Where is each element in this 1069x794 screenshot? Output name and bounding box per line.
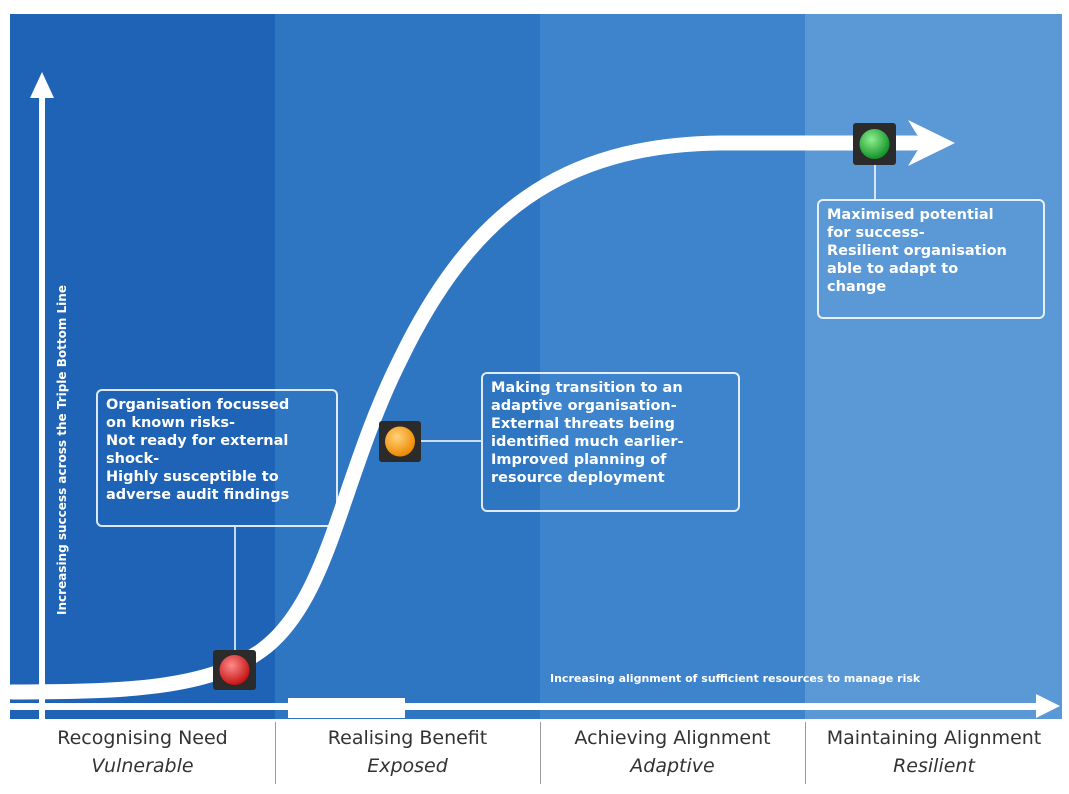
stage-title: Recognising Need	[57, 727, 228, 749]
callout-line: Making transition to an	[491, 380, 683, 396]
callout-line: Maximised potential	[827, 207, 994, 223]
stage-label-1: Recognising Need Vulnerable	[10, 724, 275, 784]
callout-vulnerable: Organisation focussed on known risks- No…	[96, 389, 338, 527]
callout-line: External threats being	[491, 416, 675, 432]
callout-line: adverse audit findings	[106, 487, 290, 503]
amber-status-light-icon	[379, 421, 421, 462]
callout-line: Organisation focussed	[106, 397, 290, 413]
x-axis-label: Increasing alignment of sufficient resou…	[550, 672, 921, 685]
callout-line: adaptive organisation-	[491, 398, 677, 414]
callout-line: change	[827, 279, 887, 295]
callout-line: able to adapt to	[827, 261, 959, 277]
callout-line: for success-	[827, 225, 925, 241]
callout-line: identified much earlier-	[491, 434, 684, 450]
stage-state: Vulnerable	[91, 755, 194, 777]
callout-resilient: Maximised potential for success- Resilie…	[817, 199, 1045, 319]
stage-band-exposed	[275, 14, 540, 719]
callout-line: Resilient organisation	[827, 243, 1007, 259]
y-axis-label: Increasing success across the Triple Bot…	[55, 285, 69, 615]
stage-state: Adaptive	[630, 755, 715, 777]
stage-band-resilient	[805, 14, 1062, 719]
stage-divider	[805, 722, 806, 784]
growth-curve	[4, 135, 923, 700]
stage-label-4: Maintaining Alignment Resilient	[805, 724, 1063, 784]
stage-state: Resilient	[893, 755, 975, 777]
stage-label-2: Realising Benefit Exposed	[275, 724, 540, 784]
x-axis-highlight-segment	[288, 698, 405, 718]
y-axis-arrow	[30, 72, 54, 719]
curve-arrowhead-icon	[908, 120, 955, 166]
callout-line: Not ready for external	[106, 433, 289, 449]
callout-line: shock-	[106, 451, 160, 467]
callout-line: Highly susceptible to	[106, 469, 279, 485]
stage-band-adaptive	[540, 14, 805, 719]
stage-title: Achieving Alignment	[574, 727, 771, 749]
stage-band-vulnerable	[10, 14, 275, 719]
green-status-light-icon	[853, 123, 896, 165]
callout-exposed: Making transition to an adaptive organis…	[481, 372, 740, 512]
stage-state: Exposed	[367, 755, 448, 777]
callout-line: Improved planning of	[491, 452, 667, 468]
stage-divider	[275, 722, 276, 784]
stage-title: Maintaining Alignment	[826, 727, 1042, 749]
callout-line: resource deployment	[491, 470, 665, 486]
callout-line: on known risks-	[106, 415, 236, 431]
x-axis-arrow	[10, 694, 1060, 718]
stage-divider	[540, 722, 541, 784]
red-status-light-icon	[213, 650, 256, 690]
stage-label-3: Achieving Alignment Adaptive	[540, 724, 805, 784]
stage-title: Realising Benefit	[327, 727, 488, 749]
